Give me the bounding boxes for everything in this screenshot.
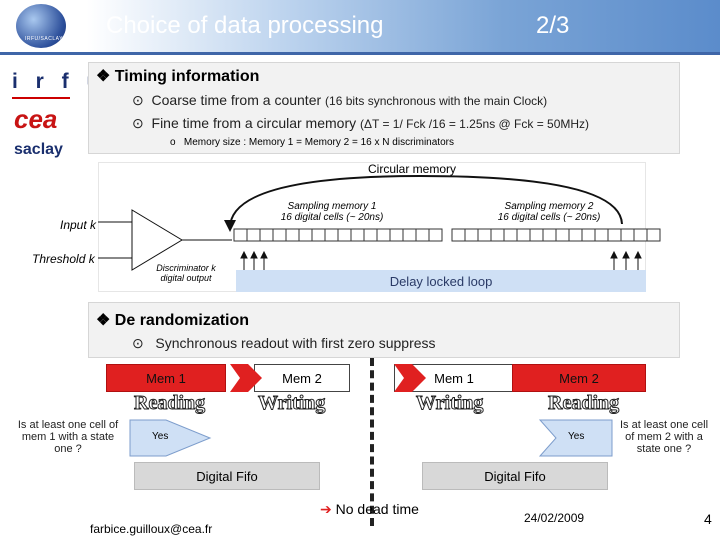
- left-yes-label: Yes: [152, 431, 169, 442]
- saclay-logo: saclay: [14, 141, 63, 158]
- readout-text: Synchronous readout with first zero supp…: [155, 335, 436, 351]
- footer-email: farbice.guilloux@cea.fr: [90, 522, 213, 536]
- delay-locked-loop-box: Delay locked loop: [236, 270, 646, 292]
- left-question: Is at least one cell of mem 1 with a sta…: [17, 419, 119, 455]
- right-yes-shape: [538, 419, 613, 457]
- circle-bullet-icon: ⊙: [132, 92, 144, 108]
- coarse-note: (16 bits synchronous with the main Clock…: [325, 94, 548, 108]
- memory-cells: [233, 228, 661, 242]
- timing-panel: [88, 62, 680, 154]
- discriminator-label-2: digital output: [160, 273, 212, 283]
- left-mem2-box: Mem 2: [254, 364, 350, 392]
- sampling-mem1-cells: 16 digital cells (~ 20ns): [280, 212, 384, 223]
- small-o-bullet-icon: o: [170, 137, 176, 148]
- sampling-mem2-label: Sampling memory 2 16 digital cells (~ 20…: [486, 201, 612, 223]
- discriminator-label: Discriminator k digital output: [150, 263, 222, 283]
- derandomization-heading: ❖ De randomization: [96, 310, 249, 330]
- left-mem1-box: Mem 1: [106, 364, 226, 392]
- fine-text: Fine time from a circular memory: [151, 115, 357, 131]
- sampling-mem2-cells: 16 digital cells (~ 20ns): [497, 212, 601, 223]
- fine-note: (ΔT = 1/ Fck /16 = 1.25ns @ Fck = 50MHz): [360, 117, 590, 131]
- left-fifo-box: Digital Fifo: [134, 462, 320, 490]
- left-mem2-text: Mem 2: [282, 370, 322, 386]
- header-underline: [0, 52, 720, 55]
- left-chevron-arrow-icon: [230, 364, 262, 392]
- coarse-line: ⊙ Coarse time from a counter (16 bits sy…: [132, 92, 547, 109]
- timing-heading: ❖ Timing information: [96, 66, 259, 86]
- diamond-bullet-icon: ❖: [96, 68, 111, 85]
- clock-arrows-left: [240, 250, 642, 270]
- sampling-mem1-label: Sampling memory 1 16 digital cells (~ 20…: [272, 201, 392, 223]
- logo-text: IRFU/SACLAY: [25, 36, 63, 42]
- circular-memory-label: Circular memory: [368, 162, 457, 176]
- memory2-cell: [646, 228, 661, 242]
- circle-bullet-icon: ⊙: [132, 115, 144, 131]
- footer-page-number: 4: [704, 511, 712, 527]
- left-fifo-text: Digital Fifo: [196, 468, 258, 484]
- input-label: Input k: [60, 218, 97, 232]
- derandomization-heading-text: De randomization: [114, 312, 250, 329]
- irfu-globe-logo-icon: [16, 4, 66, 48]
- sampling-mem2-title: Sampling memory 2: [504, 201, 594, 212]
- footer-date: 24/02/2009: [524, 511, 585, 525]
- threshold-label: Threshold k: [32, 252, 95, 266]
- right-fifo-box: Digital Fifo: [422, 462, 608, 490]
- readout-line: ⊙ Synchronous readout with first zero su…: [132, 335, 436, 352]
- right-reading-word: Reading: [547, 392, 620, 415]
- right-yes-label: Yes: [568, 431, 585, 442]
- right-fifo-text: Digital Fifo: [484, 468, 546, 484]
- circular-loop-line: [229, 174, 623, 229]
- discriminator-label-1: Discriminator k: [156, 263, 216, 273]
- no-dead-time-text: No dead time: [335, 501, 419, 517]
- loop-arrowhead-icon: [224, 220, 236, 232]
- right-mem1-text: Mem 1: [434, 370, 474, 386]
- sampling-mem1-title: Sampling memory 1: [287, 201, 377, 212]
- left-mem1-text: Mem 1: [146, 370, 186, 386]
- coarse-text: Coarse time from a counter: [151, 92, 322, 108]
- separator-dashed-line: [370, 358, 374, 526]
- left-reading-word: Reading: [133, 392, 206, 415]
- slide-title: Choice of data processing: [106, 12, 384, 39]
- slide-fraction: 2/3: [536, 12, 570, 39]
- derandomization-panel: [88, 302, 680, 358]
- cea-logo: cea: [14, 104, 58, 134]
- fine-line: ⊙ Fine time from a circular memory (ΔT =…: [132, 115, 589, 132]
- right-arrow-icon: ➔: [320, 501, 332, 517]
- right-chevron-arrow-icon: [394, 364, 426, 392]
- memory-size-line: o Memory size : Memory 1 = Memory 2 = 16…: [170, 137, 454, 148]
- diamond-bullet-icon: ❖: [96, 312, 111, 329]
- left-writing-word: Writing: [257, 392, 326, 415]
- timing-heading-text: Timing information: [114, 68, 260, 85]
- right-question: Is at least one cell of mem 2 with a sta…: [619, 419, 709, 455]
- circle-bullet-icon: ⊙: [132, 335, 144, 351]
- dll-text: Delay locked loop: [389, 273, 493, 289]
- right-mem2-text: Mem 2: [559, 370, 599, 386]
- memory1-cell: [428, 228, 443, 242]
- left-yes-shape: [129, 419, 212, 457]
- header-bar: [0, 0, 720, 52]
- right-writing-word: Writing: [415, 392, 484, 415]
- irfu-logo: i r f u: [12, 70, 106, 93]
- irfu-logo-underline: [12, 97, 70, 99]
- no-dead-time: ➔ No dead time: [320, 501, 419, 518]
- right-mem2-box: Mem 2: [512, 364, 646, 392]
- memory-size-text: Memory size : Memory 1 = Memory 2 = 16 x…: [183, 137, 454, 148]
- discriminator-triangle-icon: [131, 209, 183, 271]
